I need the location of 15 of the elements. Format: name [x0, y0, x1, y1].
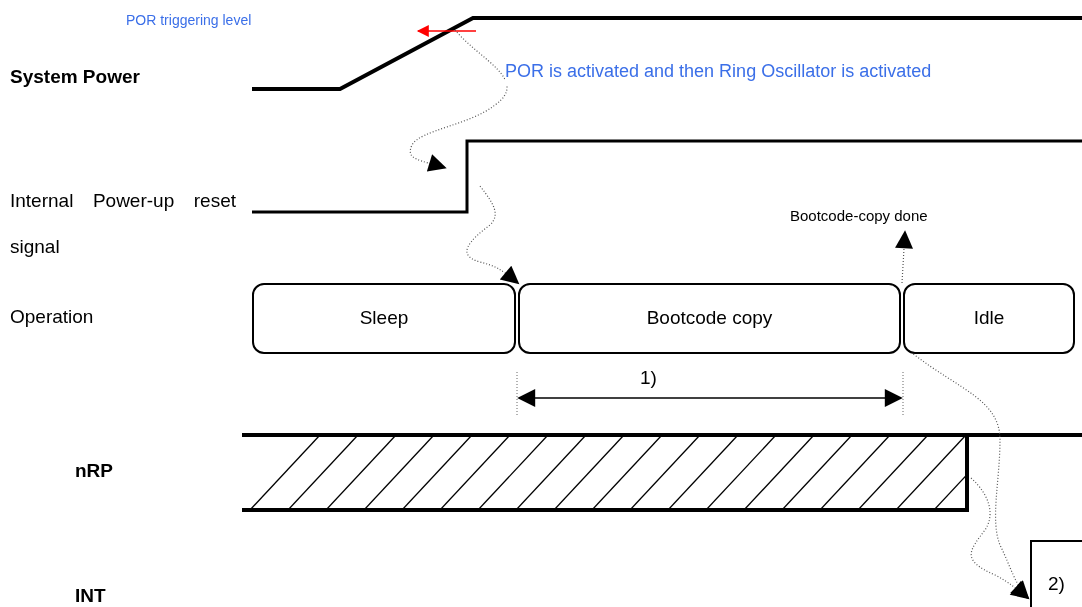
pulse-box: 2): [1030, 540, 1082, 607]
dotted-arrow: [466, 185, 520, 285]
state-box: Sleep: [252, 283, 516, 354]
annotation-text: POR triggering level: [126, 11, 252, 30]
dotted-arrow: [895, 230, 913, 284]
signal-label: nRP: [75, 459, 113, 483]
dotted-arrow: [409, 29, 508, 172]
dotted-arrow: [970, 477, 1030, 600]
signal-label: System Power: [10, 65, 140, 89]
state-box: Bootcode copy: [518, 283, 901, 354]
state-box: Idle: [903, 283, 1075, 354]
signal-label: Operation: [10, 305, 94, 329]
signal-label: INT: [75, 584, 106, 607]
annotation-text: Bootcode-copy done: [790, 206, 928, 226]
signal-label: Internal Power-up reset signal: [10, 189, 236, 259]
